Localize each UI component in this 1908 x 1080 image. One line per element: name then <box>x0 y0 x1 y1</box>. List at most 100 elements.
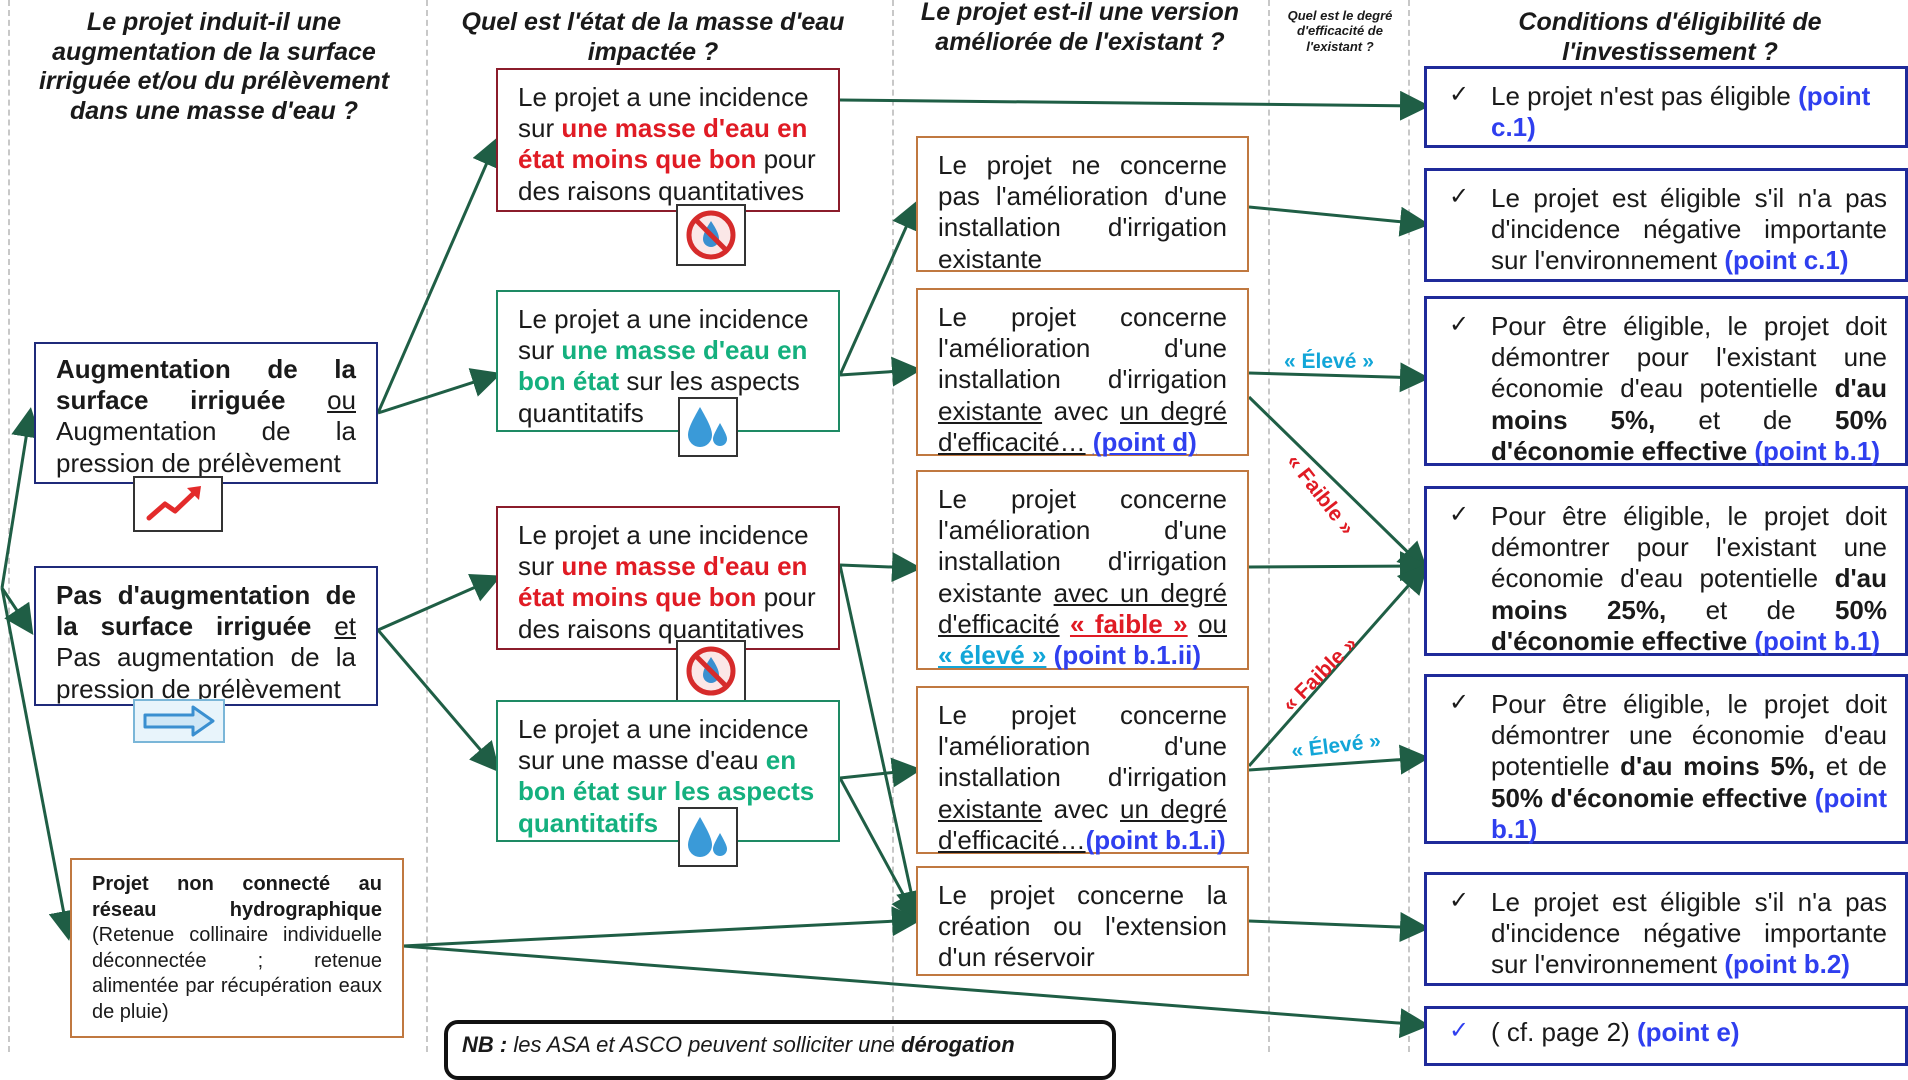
text: Le projet n'est pas éligible <box>1491 81 1791 111</box>
arrow <box>1248 362 1430 393</box>
text: avec un degré d'efficacité <box>938 577 1227 639</box>
arrow <box>402 906 922 948</box>
column-separator <box>1408 0 1410 1052</box>
text: Pour être éligible, le projet doit démon… <box>1491 311 1887 404</box>
check-icon: ✓ <box>1449 81 1470 108</box>
arrow-right-icon <box>133 699 225 743</box>
text-green: une masse d'eau en bon état <box>518 335 808 397</box>
text-red: une masse d'eau en état moins que bon <box>518 113 808 175</box>
node-creation-reservoir: Le projet concerne la création ou l'exte… <box>916 866 1249 976</box>
point-link[interactable]: (point b.1) <box>1754 435 1881 466</box>
nc-body: (Retenue collinaire individuelle déconne… <box>92 924 382 1023</box>
check-icon: ✓ <box>1449 1017 1470 1044</box>
arrow <box>1248 551 1430 582</box>
condition-b1-25pct: ✓ Pour être éligible, le projet doit dém… <box>1424 486 1908 656</box>
text: 50% d'économie effective <box>1491 404 1887 466</box>
text: existante <box>938 793 1043 824</box>
text: sur les aspects quantitatifs <box>518 366 800 428</box>
aug-title: Augmentation de la surface irriguée <box>56 354 356 416</box>
arrow <box>0 587 34 635</box>
check-icon: ✓ <box>1449 501 1470 528</box>
nb-bold: dérogation <box>901 1032 1015 1057</box>
text: Le projet a une incidence sur une masse … <box>518 714 809 776</box>
node-non-connecte: Projet non connecté au réseau hydrograph… <box>70 858 404 1038</box>
arrow <box>839 552 922 583</box>
pas-title: Pas d'augmentation de la surface irrigué… <box>56 580 356 642</box>
text: existante <box>938 577 1043 608</box>
node-augmentation: Augmentation de la surface irriguée ou A… <box>34 342 378 484</box>
pas-body: Pas augmentation de la pression de prélè… <box>56 642 356 704</box>
no-water-icon <box>676 204 746 266</box>
point-link[interactable]: (point d) <box>1092 426 1197 457</box>
node-masse-moins-bon-1: Le projet a une incidence sur une masse … <box>496 68 840 212</box>
point-link[interactable]: (point b.2) <box>1724 949 1850 980</box>
header-col1: Le projet induit-il une augmentation de … <box>38 8 390 125</box>
node-amelioration-point-d: Le projet concerne l'amélioration d'une … <box>916 288 1249 457</box>
arrow <box>838 199 920 376</box>
arrow <box>839 757 922 788</box>
text-eleve: « élevé » <box>938 639 1047 670</box>
pas-et: et <box>334 611 356 642</box>
node-ne-concerne-pas: Le projet ne concerne pas l'amélioration… <box>916 136 1249 274</box>
text: Le projet concerne l'amélioration d'une … <box>938 302 1227 395</box>
header-col2: Quel est l'état de la masse d'eau impact… <box>461 8 845 66</box>
condition-b1-5pct: ✓ Pour être éligible, le projet doit dém… <box>1424 674 1908 844</box>
flow-arrows <box>0 90 1430 1039</box>
text: d'au moins 25%, <box>1491 563 1887 625</box>
text: Le projet concerne l'amélioration d'une … <box>938 484 1227 577</box>
text: Le projet a une incidence sur <box>518 82 809 144</box>
text: ou <box>1198 608 1227 639</box>
arrow <box>1248 912 1430 943</box>
text: Le projet a une incidence sur <box>518 520 809 582</box>
point-link[interactable]: (point b.1) <box>1754 625 1881 656</box>
point-link[interactable]: (point b.1) <box>1491 782 1887 844</box>
arrow <box>1247 395 1429 573</box>
check-icon: ✓ <box>1449 887 1470 914</box>
node-bon-etat-1: Le projet a une incidence sur une masse … <box>496 290 840 432</box>
point-link[interactable]: (point b.1.i) <box>1085 824 1226 855</box>
text: Le projet concerne l'amélioration d'une … <box>938 700 1227 793</box>
condition-c1-eligible: ✓ Le projet est éligible s'il n'a pas d'… <box>1424 168 1908 282</box>
text: avec <box>1053 793 1109 824</box>
nc-title: Projet non connecté au réseau hydrograph… <box>92 873 382 921</box>
text: Le projet est éligible s'il n'a pas d'in… <box>1491 183 1887 276</box>
text: et de <box>1698 404 1792 435</box>
text: … <box>1059 426 1086 457</box>
header-col4: Quel est le degré d'efficacité de l'exis… <box>1287 8 1393 54</box>
point-link[interactable]: (point c.1) <box>1491 81 1871 143</box>
text-faible: « faible » <box>1069 608 1188 639</box>
check-icon: ✓ <box>1449 311 1470 338</box>
text: ( cf. page 2) <box>1491 1017 1630 1047</box>
point-link[interactable]: (point b.1.ii) <box>1053 639 1201 670</box>
text: et de <box>1705 594 1796 625</box>
node-bon-etat-2: Le projet a une incidence sur une masse … <box>496 700 840 842</box>
text: … <box>1059 824 1086 855</box>
text: pour des raisons quantitatives <box>518 582 816 644</box>
text: un degré d'efficacité <box>938 793 1227 855</box>
text: Le projet ne concerne pas l'amélioration… <box>938 150 1227 274</box>
text: d'au moins 5%, <box>1620 751 1816 782</box>
arrow <box>377 573 502 632</box>
arrow <box>1248 205 1430 237</box>
arrow <box>1248 744 1430 775</box>
arrow <box>376 136 501 414</box>
point-link[interactable]: (point c.1) <box>1724 245 1849 276</box>
arrow <box>0 407 42 589</box>
text: Pour être éligible, le projet doit démon… <box>1491 689 1887 782</box>
node-pas-augmentation: Pas d'augmentation de la surface irrigué… <box>34 566 378 706</box>
text: 50% d'économie effective <box>1491 782 1808 813</box>
text-red: une masse d'eau en état moins que bon <box>518 551 808 613</box>
point-link[interactable]: (point e) <box>1636 1017 1740 1047</box>
condition-b1-5pct-existant: ✓ Pour être éligible, le projet doit dém… <box>1424 296 1908 466</box>
nb-text: les ASA et ASCO peuvent solliciter une <box>513 1032 895 1057</box>
text: Le projet a une incidence sur <box>518 304 809 366</box>
node-amelioration-b1i: Le projet concerne l'amélioration d'une … <box>916 686 1249 855</box>
node-amelioration-b1ii: Le projet concerne l'amélioration d'une … <box>916 470 1249 670</box>
node-masse-moins-bon-2: Le projet a une incidence sur une masse … <box>496 506 840 650</box>
text: d'au moins 5%, <box>1491 373 1887 435</box>
trend-up-icon <box>133 476 223 532</box>
text: existante <box>938 395 1043 426</box>
header-col3: Le projet est-il une version améliorée d… <box>920 0 1240 56</box>
water-drops-icon <box>678 807 738 867</box>
text: Pour être éligible, le projet doit démon… <box>1491 501 1887 594</box>
